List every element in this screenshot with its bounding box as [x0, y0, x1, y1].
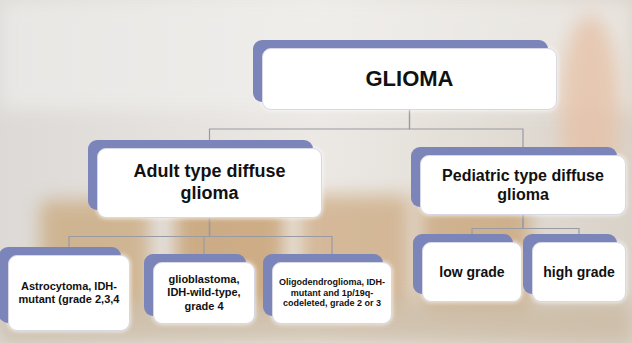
- category-box: Pediatric type diffuse glioma: [420, 155, 626, 215]
- node-label: Oligodendroglioma, IDH-mutant and 1p/19q…: [279, 277, 385, 309]
- connector-line: [472, 215, 523, 242]
- grade-box: high grade: [532, 242, 626, 302]
- connector-line: [210, 218, 333, 262]
- connector-line: [69, 218, 210, 255]
- type-box: Astrocytoma, IDH- mutant (grade 2,3,4: [8, 255, 130, 331]
- grade-box: low grade: [422, 242, 522, 302]
- root-box: GLIOMA: [262, 48, 557, 110]
- node-label: high grade: [543, 264, 615, 281]
- connector-line: [204, 218, 210, 262]
- category-box: Adult type diffuse glioma: [97, 148, 322, 218]
- connector-line: [410, 110, 524, 155]
- node-label: GLIOMA: [366, 66, 454, 92]
- connector-line: [210, 110, 410, 148]
- node-label: Astrocytoma, IDH- mutant (grade 2,3,4: [15, 280, 123, 306]
- node-label: Adult type diffuse glioma: [104, 161, 315, 204]
- type-box: glioblastoma, IDH-wild-type, grade 4: [153, 262, 255, 324]
- connector-line: [523, 215, 579, 242]
- type-box: Oligodendroglioma, IDH-mutant and 1p/19q…: [272, 262, 392, 324]
- node-label: low grade: [439, 264, 504, 281]
- node-label: Pediatric type diffuse glioma: [427, 166, 619, 204]
- window-light: [0, 0, 632, 110]
- node-label: glioblastoma, IDH-wild-type, grade 4: [160, 273, 248, 313]
